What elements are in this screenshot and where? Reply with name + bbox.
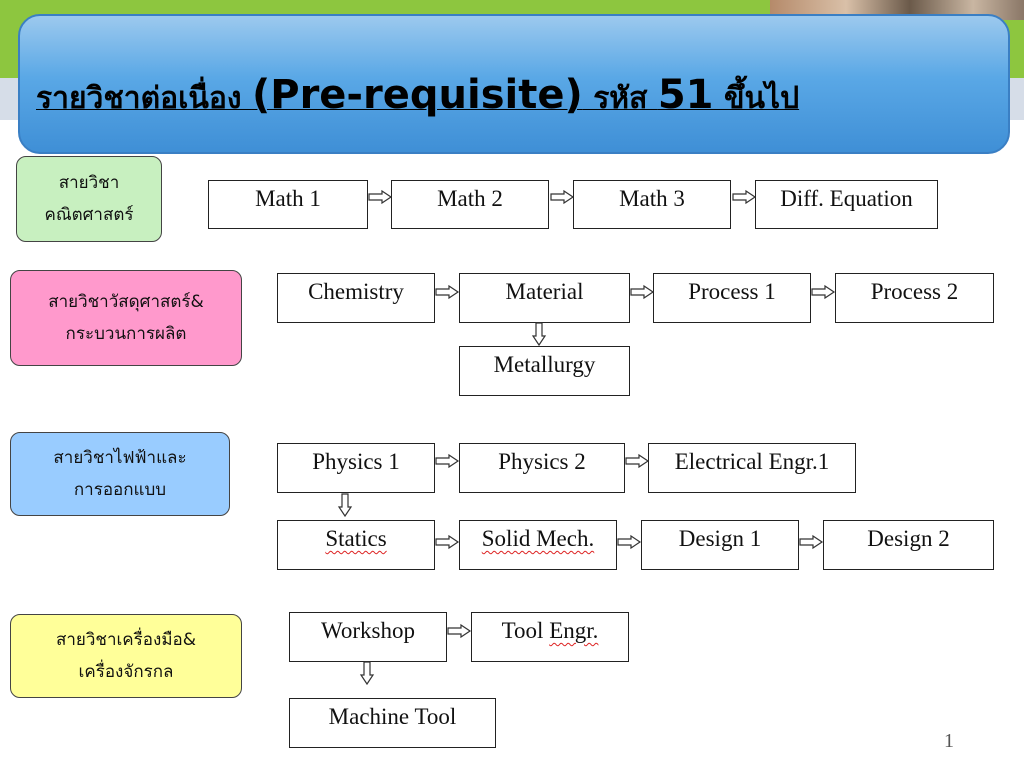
page-number: 1 — [944, 730, 954, 752]
course-tool-engr-word: Engr. — [549, 618, 599, 643]
course-design2: Design 2 — [823, 520, 994, 570]
course-material: Material — [459, 273, 630, 323]
arrow-design1-design2 — [799, 534, 824, 550]
course-workshop: Workshop — [289, 612, 447, 662]
category-electrical-line2: การออกแบบ — [73, 480, 167, 500]
course-math3: Math 3 — [573, 180, 731, 229]
category-math-line2: คณิตศาสตร์ — [44, 205, 134, 225]
title-prerequisite: (Pre-requisite) — [251, 72, 583, 118]
arrow-statics-solid-mech — [435, 534, 460, 550]
course-statics-label: Statics — [325, 526, 387, 551]
category-materials-line2: กระบวนการผลิต — [65, 324, 187, 344]
course-machine-tool: Machine Tool — [289, 698, 496, 748]
arrow-math3-diff-equation — [732, 189, 757, 205]
category-electrical-line1: สายวิชาไฟฟ้าและ — [53, 448, 187, 468]
slide-title: รายวิชาต่อเนื่อง (Pre-requisite) รหัส 51… — [36, 72, 799, 122]
arrow-physics1-statics — [337, 493, 353, 518]
course-process2: Process 2 — [835, 273, 994, 323]
course-tool-engr: Tool Engr. — [471, 612, 629, 662]
course-math1: Math 1 — [208, 180, 368, 229]
course-chemistry: Chemistry — [277, 273, 435, 323]
category-machine: สายวิชาเครื่องมือ& เครื่องจักรกล — [10, 614, 242, 698]
title-thai-2: รหัส — [582, 81, 658, 116]
title-code: 51 — [657, 72, 714, 118]
course-electrical-engr1: Electrical Engr.1 — [648, 443, 856, 493]
course-math2: Math 2 — [391, 180, 549, 229]
arrow-physics1-physics2 — [435, 453, 460, 469]
course-process1: Process 1 — [653, 273, 811, 323]
course-physics1: Physics 1 — [277, 443, 435, 493]
course-metallurgy: Metallurgy — [459, 346, 630, 396]
course-tool-engr-prefix: Tool — [501, 618, 550, 643]
category-materials: สายวิชาวัสดุศาสตร์& กระบวนการผลิต — [10, 270, 242, 366]
arrow-chemistry-material — [435, 284, 460, 300]
arrow-math1-math2 — [368, 189, 393, 205]
course-statics: Statics — [277, 520, 435, 570]
arrow-material-process1 — [630, 284, 655, 300]
arrow-material-metallurgy — [531, 322, 547, 347]
arrow-solid-mech-design1 — [617, 534, 642, 550]
course-design1: Design 1 — [641, 520, 799, 570]
title-thai-1: รายวิชาต่อเนื่อง — [36, 81, 252, 116]
category-machine-line2: เครื่องจักรกล — [78, 662, 174, 682]
course-solid-mech-label: Solid Mech. — [481, 526, 595, 551]
category-math: สายวิชา คณิตศาสตร์ — [16, 156, 162, 242]
category-machine-line1: สายวิชาเครื่องมือ& — [55, 630, 196, 650]
category-materials-line1: สายวิชาวัสดุศาสตร์& — [48, 292, 204, 312]
course-solid-mech: Solid Mech. — [459, 520, 617, 570]
arrow-physics2-electrical-engr1 — [625, 453, 650, 469]
arrow-workshop-tool-engr — [447, 623, 472, 639]
title-thai-3: ขึ้นไป — [713, 81, 800, 116]
course-physics2: Physics 2 — [459, 443, 625, 493]
category-math-line1: สายวิชา — [58, 173, 120, 193]
course-diff-equation: Diff. Equation — [755, 180, 938, 229]
arrow-math2-math3 — [550, 189, 575, 205]
arrow-workshop-machine-tool — [359, 661, 375, 686]
arrow-process1-process2 — [811, 284, 836, 300]
title-banner — [18, 14, 1010, 154]
category-electrical: สายวิชาไฟฟ้าและ การออกแบบ — [10, 432, 230, 516]
